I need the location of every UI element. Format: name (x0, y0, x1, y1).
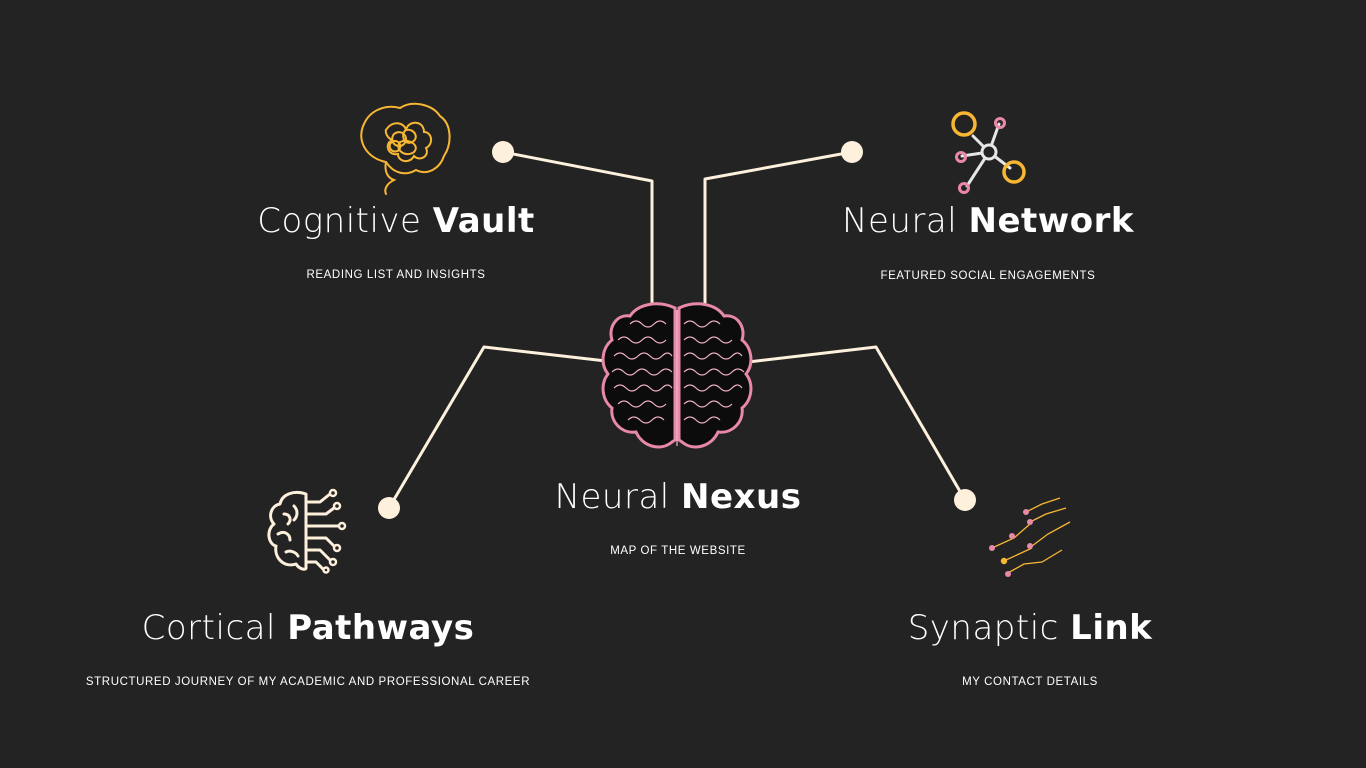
node-title: Synaptic Link (860, 608, 1200, 648)
title-regular: Cognitive (257, 201, 422, 241)
title-bold: Nexus (681, 477, 802, 517)
node-cognitive-vault[interactable]: Cognitive Vault READING LIST AND INSIGHT… (226, 201, 566, 281)
connector-dot-cortical-pathways[interactable] (378, 497, 400, 519)
connector-cortical-pathways (387, 345, 608, 510)
connector-synaptic-link (746, 345, 967, 502)
node-title: Neural Nexus (508, 477, 848, 517)
title-regular: Neural (842, 201, 958, 241)
title-bold: Network (968, 201, 1134, 241)
node-subtitle: MY CONTACT DETAILS (962, 676, 1098, 688)
brain-icon[interactable] (598, 300, 756, 460)
connector-dot-neural-network[interactable] (841, 141, 863, 163)
node-cortical-pathways[interactable]: Cortical Pathways STRUCTURED JOURNEY OF … (58, 608, 558, 688)
title-regular: Neural (554, 477, 670, 517)
title-regular: Cortical (141, 608, 276, 648)
connector-cognitive-vault (501, 150, 654, 307)
connector-dot-cognitive-vault[interactable] (492, 141, 514, 163)
node-title: Neural Network (818, 201, 1158, 241)
node-title: Cortical Pathways (58, 608, 558, 648)
title-bold: Link (1070, 608, 1153, 648)
node-subtitle: STRUCTURED JOURNEY OF MY ACADEMIC AND PR… (85, 676, 531, 688)
node-subtitle: READING LIST AND INSIGHTS (306, 269, 486, 281)
node-neural-network[interactable]: Neural Network FEATURED SOCIAL ENGAGEMEN… (818, 201, 1158, 282)
connector-neural-network (703, 150, 854, 307)
node-synaptic-link[interactable]: Synaptic Link MY CONTACT DETAILS (860, 608, 1200, 688)
circuit-brain-icon[interactable] (264, 488, 354, 574)
circuit-traces-icon[interactable] (984, 494, 1076, 580)
tangled-brain-icon[interactable] (356, 100, 454, 196)
connector-dot-synaptic-link[interactable] (954, 489, 976, 511)
title-bold: Vault (432, 201, 535, 241)
title-bold: Pathways (287, 608, 475, 648)
node-subtitle: FEATURED SOCIAL ENGAGEMENTS (880, 270, 1096, 282)
node-neural-nexus[interactable]: Neural Nexus MAP OF THE WEBSITE (508, 477, 848, 557)
node-subtitle: MAP OF THE WEBSITE (610, 545, 746, 557)
title-regular: Synaptic (907, 608, 1059, 648)
network-nodes-icon[interactable] (946, 106, 1032, 198)
node-title: Cognitive Vault (226, 201, 566, 241)
